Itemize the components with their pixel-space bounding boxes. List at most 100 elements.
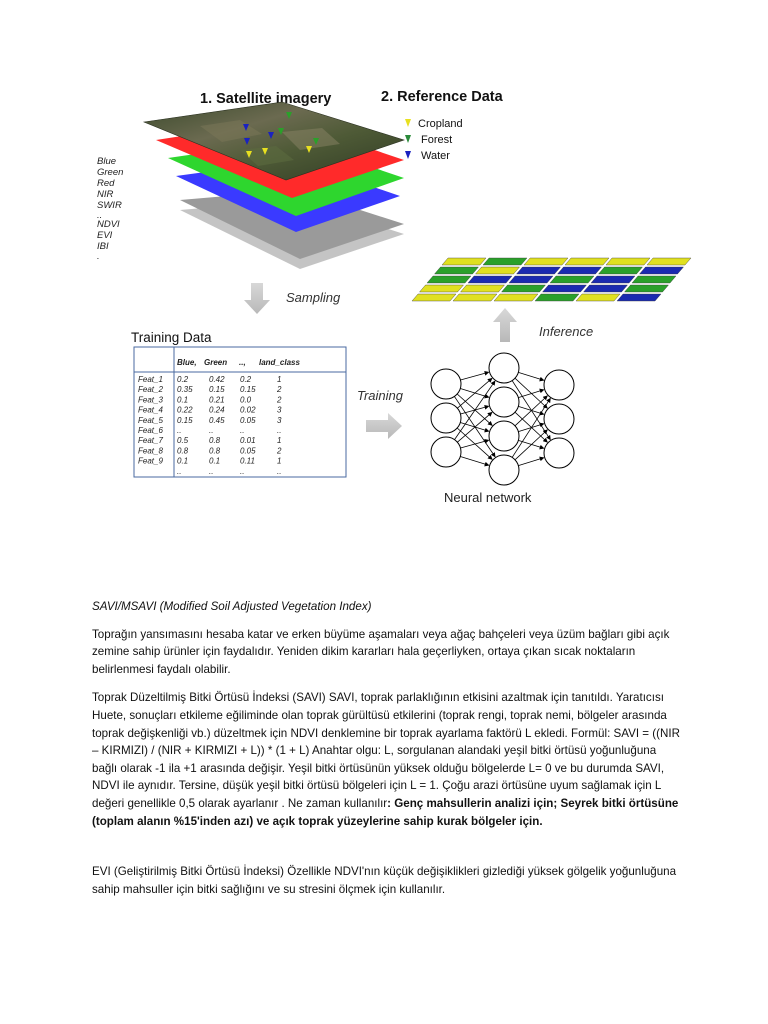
classified-cell [502, 285, 546, 292]
legend-item-forest: Forest [405, 134, 452, 146]
nn-connection [518, 372, 543, 380]
classified-cell [427, 276, 471, 283]
table-cell: .. [240, 467, 244, 476]
band-label: . [97, 251, 100, 262]
band-label: Green [97, 167, 123, 178]
nn-connection [457, 394, 492, 425]
neural-network-diagram [431, 353, 574, 485]
table-cell: 0.2 [177, 375, 189, 384]
table-row-feature-label: Feat_5 [138, 416, 163, 425]
legend-label-forest: Forest [421, 134, 452, 146]
section-heading: SAVI/MSAVI (Modified Soil Adjusted Veget… [92, 598, 682, 616]
classified-cell [453, 294, 497, 301]
neural-network-label: Neural network [444, 490, 532, 505]
table-row-feature-label: Feat_8 [138, 446, 163, 455]
table-cell: 0.24 [209, 406, 225, 415]
nn-output-node [544, 404, 574, 434]
table-cell: 0.1 [177, 395, 188, 404]
water-marker-icon [405, 151, 411, 159]
nn-input-node [431, 437, 461, 467]
classified-cell [509, 276, 553, 283]
band-layer-stack [144, 102, 404, 269]
table-cell: 0.42 [209, 375, 225, 384]
nn-connection [518, 390, 543, 398]
table-row-feature-label: Feat_7 [138, 436, 163, 445]
classified-cell [442, 258, 486, 265]
cropland-marker-icon [405, 119, 411, 127]
table-row-feature-label: Feat_3 [138, 395, 163, 404]
classified-cell [576, 294, 620, 301]
nn-connection [455, 381, 495, 439]
nn-connection [457, 428, 492, 459]
nn-connection [460, 372, 488, 380]
classified-cell [550, 276, 594, 283]
classified-cell [606, 258, 650, 265]
classified-cell [420, 285, 464, 292]
table-cell: 1 [277, 457, 281, 466]
band-label: Blue [97, 156, 116, 167]
training-data-title: Training Data [131, 330, 212, 345]
classified-cell [524, 258, 568, 265]
classified-cell [640, 267, 684, 274]
nn-connection [518, 406, 543, 414]
table-cell: 3 [277, 406, 282, 415]
classified-cell [584, 285, 628, 292]
classified-cell [617, 294, 661, 301]
table-cell: .. [177, 426, 181, 435]
nn-hidden-node [489, 353, 519, 383]
table-cell: 0.1 [209, 457, 220, 466]
band-list: Blue Green Red NIR SWIR .. NDVI EVI IBI … [97, 156, 123, 262]
table-cell: 0.15 [177, 416, 193, 425]
table-header: Green [204, 358, 227, 367]
classified-cell [535, 294, 579, 301]
inference-label: Inference [539, 324, 593, 339]
band-label: NDVI [97, 219, 120, 230]
table-cell: 0.1 [177, 457, 188, 466]
table-cell: 0.05 [240, 446, 256, 455]
table-cell: 1 [277, 436, 281, 445]
classified-cell [476, 267, 520, 274]
reference-data-title: 2. Reference Data [381, 89, 504, 105]
table-row-feature-label: Feat_9 [138, 457, 163, 466]
table-row-feature-label: Feat_6 [138, 426, 163, 435]
classified-cell [517, 267, 561, 274]
classified-cell [625, 285, 669, 292]
classified-cell [543, 285, 587, 292]
paragraph-3: EVI (Geliştirilmiş Bitki Örtüsü İndeksi)… [92, 863, 682, 898]
table-cell: 2 [276, 395, 282, 404]
classified-cell [558, 267, 602, 274]
table-cell: 0.45 [209, 416, 225, 425]
nn-connection [460, 456, 488, 465]
legend-item-cropland: Cropland [405, 118, 463, 130]
table-row-feature-label: Feat_4 [138, 406, 163, 415]
table-cell: 1 [277, 375, 281, 384]
nn-input-node [431, 369, 461, 399]
table-cell: .. [240, 426, 244, 435]
nn-connection [460, 440, 488, 448]
table-cell: 0.22 [177, 406, 193, 415]
band-label: EVI [97, 230, 113, 241]
table-row-feature-label: Feat_2 [138, 385, 163, 394]
table-cell: 0.05 [240, 416, 256, 425]
table-cell: 2 [276, 385, 282, 394]
table-cell: 0.11 [240, 457, 255, 466]
inference-arrow-icon [493, 308, 517, 342]
table-header: Blue, [177, 358, 197, 367]
classified-cell [483, 258, 527, 265]
table-cell: .. [209, 467, 213, 476]
nn-hidden-node [489, 455, 519, 485]
table-cell: 0.01 [240, 436, 256, 445]
table-cell: 0.8 [177, 446, 189, 455]
table-cell: 0.21 [209, 395, 225, 404]
spacer [92, 841, 682, 863]
legend-item-water: Water [405, 150, 450, 162]
paragraph-2-text: Toprak Düzeltilmiş Bitki Örtüsü İndeksi … [92, 691, 680, 810]
nn-hidden-node [489, 387, 519, 417]
classified-cell [494, 294, 538, 301]
training-arrow-icon [366, 413, 402, 439]
classified-cell [632, 276, 676, 283]
legend-label-water: Water [421, 150, 450, 162]
training-label: Training [357, 388, 404, 403]
nn-hidden-node [489, 421, 519, 451]
classified-cell [412, 294, 456, 301]
